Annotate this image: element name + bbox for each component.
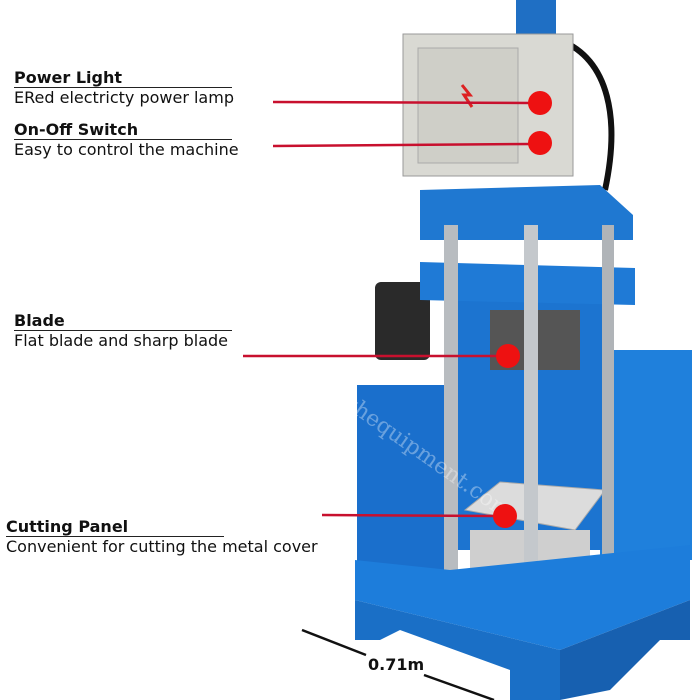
callout-cutting-panel: Cutting Panel Convenient for cutting the… <box>6 517 318 557</box>
callout-lines <box>243 100 533 518</box>
motor <box>375 282 430 360</box>
callout-title: Power Light <box>14 69 232 88</box>
dimension-line <box>423 673 495 700</box>
oil-tank <box>357 385 452 570</box>
electric-hazard-icon <box>460 84 474 108</box>
base-legs <box>355 600 560 700</box>
callout-on-off-switch: On-Off Switch Easy to control the machin… <box>14 120 239 160</box>
guide-column <box>602 225 614 565</box>
machine-base <box>355 545 690 650</box>
top-plate <box>420 185 633 240</box>
dimension-label: 0.71m <box>368 655 425 674</box>
base-legs <box>560 600 690 700</box>
callout-description: Flat blade and sharp blade <box>14 331 228 350</box>
guide-column <box>444 225 458 605</box>
power-light-marker <box>528 91 552 115</box>
callout-description: Convenient for cutting the metal cover <box>6 537 318 556</box>
panel-marker <box>493 504 517 528</box>
callout-blade: Blade Flat blade and sharp blade <box>14 311 232 351</box>
callout-power-light: Power Light ERed electricty power lamp <box>14 68 234 108</box>
callout-description: Easy to control the machine <box>14 140 239 159</box>
electric-cabinet <box>600 350 692 560</box>
callout-title: Blade <box>14 312 232 331</box>
callout-description: ERed electricty power lamp <box>14 88 234 107</box>
switch-leader <box>272 142 533 148</box>
hydraulic-hose <box>558 37 615 191</box>
dimension-line <box>301 628 367 657</box>
blade-marker <box>496 344 520 368</box>
callout-title: On-Off Switch <box>14 121 232 140</box>
power-light-leader <box>272 100 533 105</box>
switch-marker <box>528 131 552 155</box>
callout-title: Cutting Panel <box>6 518 224 537</box>
panel-leader <box>321 513 498 518</box>
guide-column <box>524 225 538 625</box>
top-cylinder <box>516 0 556 34</box>
